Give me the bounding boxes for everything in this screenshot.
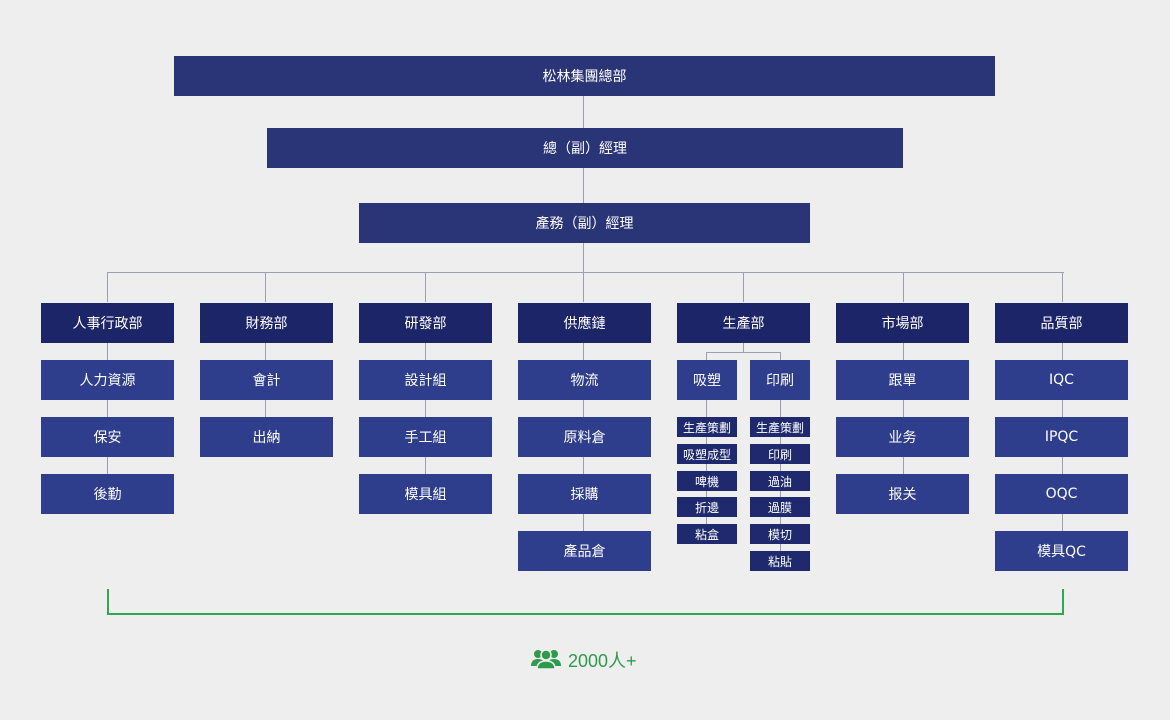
unit-box: 人力資源 — [41, 360, 174, 400]
dept-quality: 品質部 — [995, 303, 1128, 343]
dept-supply-chain: 供應鏈 — [518, 303, 651, 343]
unit-box: 原料倉 — [518, 417, 651, 457]
connector — [743, 272, 744, 302]
group-box: 吸塑 — [677, 360, 737, 400]
step-box: 折邊 — [677, 497, 737, 517]
step-box: 過油 — [750, 471, 810, 491]
unit-box: 物流 — [518, 360, 651, 400]
connector — [107, 342, 108, 474]
unit-box: 後勤 — [41, 474, 174, 514]
dept-rd: 研發部 — [359, 303, 492, 343]
unit-box: 保安 — [41, 417, 174, 457]
connector — [903, 342, 904, 474]
step-box: 生產策劃 — [677, 417, 737, 437]
connector — [743, 342, 744, 352]
step-box: 粘貼 — [750, 551, 810, 571]
unit-box: 模具組 — [359, 474, 492, 514]
unit-box: 採購 — [518, 474, 651, 514]
connector — [706, 352, 781, 353]
step-box: 吸塑成型 — [677, 444, 737, 464]
unit-box: 設計組 — [359, 360, 492, 400]
unit-box: 报关 — [836, 474, 969, 514]
unit-box: 會計 — [200, 360, 333, 400]
people-icon — [530, 646, 562, 675]
connector — [903, 272, 904, 302]
dept-hr: 人事行政部 — [41, 303, 174, 343]
connector — [706, 352, 707, 360]
step-box: 生產策劃 — [750, 417, 810, 437]
connector — [780, 352, 781, 360]
unit-box: 產品倉 — [518, 531, 651, 571]
connector — [107, 272, 108, 302]
connector — [583, 243, 584, 273]
unit-box: IPQC — [995, 417, 1128, 457]
connector — [1062, 272, 1063, 302]
unit-box: 出納 — [200, 417, 333, 457]
bracket-bottom — [107, 613, 1064, 615]
dept-marketing: 市場部 — [836, 303, 969, 343]
unit-box: 手工組 — [359, 417, 492, 457]
bracket-left — [107, 589, 109, 615]
unit-box: IQC — [995, 360, 1128, 400]
dept-finance: 財務部 — [200, 303, 333, 343]
headcount-text: 2000人+ — [568, 651, 637, 671]
unit-box: 跟單 — [836, 360, 969, 400]
headcount-summary: 2000人+ — [530, 646, 637, 674]
general-manager-box: 總（副）經理 — [267, 128, 903, 168]
step-box: 粘盒 — [677, 524, 737, 544]
connector — [107, 272, 1064, 273]
step-box: 啤機 — [677, 471, 737, 491]
connector — [425, 342, 426, 474]
connector — [265, 272, 266, 302]
unit-box: OQC — [995, 474, 1128, 514]
connector — [583, 272, 584, 302]
headquarters-box: 松林集團總部 — [174, 56, 995, 96]
step-box: 模切 — [750, 524, 810, 544]
group-box: 印刷 — [750, 360, 810, 400]
unit-box: 模具QC — [995, 531, 1128, 571]
step-box: 印刷 — [750, 444, 810, 464]
bracket-right — [1062, 589, 1064, 615]
step-box: 過膜 — [750, 497, 810, 517]
dept-production: 生產部 — [677, 303, 810, 343]
unit-box: 业务 — [836, 417, 969, 457]
connector — [425, 272, 426, 302]
production-manager-box: 產務（副）經理 — [359, 203, 810, 243]
